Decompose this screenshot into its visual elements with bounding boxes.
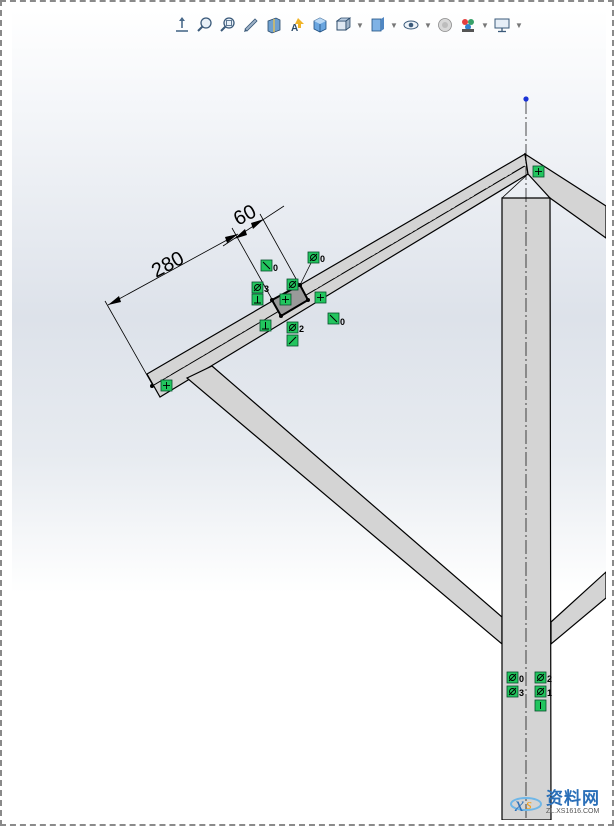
vertical-column-member[interactable] bbox=[501, 197, 552, 820]
apply-scene-icon[interactable] bbox=[458, 15, 478, 35]
relation-count-label: 0 bbox=[340, 317, 345, 327]
relation-equal-icon[interactable] bbox=[251, 281, 264, 294]
view-settings-icon[interactable] bbox=[492, 15, 512, 35]
relation-perpendicular-icon[interactable] bbox=[259, 319, 272, 332]
hide-show-items-icon[interactable] bbox=[367, 15, 387, 35]
chevron-down-icon[interactable]: ▼ bbox=[481, 20, 489, 30]
relation-count-label: 3 bbox=[264, 284, 269, 294]
relation-count-label: 0 bbox=[273, 263, 278, 273]
view-orientation-cube-icon[interactable] bbox=[310, 15, 330, 35]
watermark-title: 资料网 bbox=[546, 789, 600, 808]
watermark: x s 资料网 ZL.XS1616.COM bbox=[509, 790, 600, 816]
relation-equal-icon[interactable] bbox=[534, 685, 547, 698]
svg-text:A: A bbox=[291, 23, 298, 34]
relation-midpoint-icon[interactable] bbox=[327, 312, 340, 325]
relation-equal-icon[interactable] bbox=[506, 685, 519, 698]
sketch-point-4[interactable] bbox=[279, 314, 283, 318]
watermark-logo-icon: x s bbox=[510, 794, 542, 816]
relation-count-label: 0 bbox=[320, 254, 325, 264]
chevron-down-icon[interactable]: ▼ bbox=[356, 20, 364, 30]
relation-equal-icon[interactable] bbox=[506, 671, 519, 684]
svg-text:x: x bbox=[514, 794, 524, 816]
relation-coincident-icon[interactable] bbox=[532, 165, 545, 178]
diagonal-brace-member[interactable] bbox=[185, 365, 503, 646]
relation-count-label: 0 bbox=[519, 674, 524, 684]
dim-280-extension-end bbox=[231, 227, 279, 311]
chevron-down-icon[interactable]: ▼ bbox=[390, 20, 398, 30]
right-rafter-member[interactable] bbox=[524, 152, 606, 239]
dynamic-annotation-icon[interactable]: A bbox=[287, 15, 307, 35]
rafter-endpoint[interactable] bbox=[150, 384, 154, 388]
zoom-to-fit-icon[interactable] bbox=[195, 15, 215, 35]
edit-appearance-icon[interactable] bbox=[435, 15, 455, 35]
relation-vertical-icon[interactable] bbox=[534, 699, 547, 712]
leader-line bbox=[299, 260, 313, 286]
dim-60-arrow-start bbox=[234, 229, 247, 239]
dim-280-arrow-end bbox=[225, 234, 238, 243]
view-orientation-icon[interactable] bbox=[172, 15, 192, 35]
section-view-icon[interactable] bbox=[264, 15, 284, 35]
relation-coincident-icon[interactable] bbox=[314, 291, 327, 304]
relation-parallel-icon[interactable] bbox=[286, 334, 299, 347]
watermark-url: ZL.XS1616.COM bbox=[546, 808, 600, 815]
relation-equal-icon[interactable] bbox=[286, 278, 299, 291]
eye-icon[interactable] bbox=[401, 15, 421, 35]
dimension-280-text[interactable]: 280 bbox=[148, 247, 188, 282]
relation-midpoint-icon[interactable] bbox=[260, 259, 273, 272]
dim-280-line bbox=[107, 233, 239, 306]
chevron-down-icon[interactable]: ▼ bbox=[515, 20, 523, 30]
relation-count-label: 2 bbox=[299, 324, 304, 334]
rafter-centerline bbox=[151, 164, 527, 387]
display-style-icon[interactable] bbox=[333, 15, 353, 35]
relation-equal-icon[interactable] bbox=[286, 321, 299, 334]
heads-up-view-toolbar: A ▼ ▼ ▼ ▼ bbox=[172, 12, 523, 38]
previous-view-icon[interactable] bbox=[241, 15, 261, 35]
origin-point[interactable] bbox=[523, 96, 529, 102]
relation-count-label: 2 bbox=[547, 674, 552, 684]
dim-280-arrow-start bbox=[108, 296, 121, 305]
svg-text:s: s bbox=[526, 797, 532, 813]
dim-280-extension-start bbox=[104, 300, 153, 385]
chevron-down-icon[interactable]: ▼ bbox=[424, 20, 432, 30]
relation-equal-icon[interactable] bbox=[534, 671, 547, 684]
relation-count-label: 1 bbox=[547, 688, 552, 698]
sketch-scene[interactable]: 280 60 0 0 bbox=[12, 10, 606, 820]
sketch-point-1[interactable] bbox=[270, 298, 274, 302]
sketch-point-3[interactable] bbox=[306, 298, 310, 302]
relation-coincident-icon[interactable] bbox=[279, 293, 292, 306]
dim-60-arrow-end bbox=[251, 219, 264, 229]
right-brace-member[interactable] bbox=[550, 571, 606, 646]
relation-perpendicular-icon[interactable] bbox=[251, 293, 264, 306]
zoom-to-area-icon[interactable] bbox=[218, 15, 238, 35]
relation-coincident-icon[interactable] bbox=[160, 379, 173, 392]
rafter-inner-edge-2 bbox=[501, 173, 529, 199]
relation-count-label: 3 bbox=[519, 688, 524, 698]
rafter-member[interactable] bbox=[146, 153, 529, 398]
graphics-viewport[interactable]: 280 60 0 0 bbox=[12, 10, 606, 820]
relation-equal-icon[interactable] bbox=[307, 251, 320, 264]
